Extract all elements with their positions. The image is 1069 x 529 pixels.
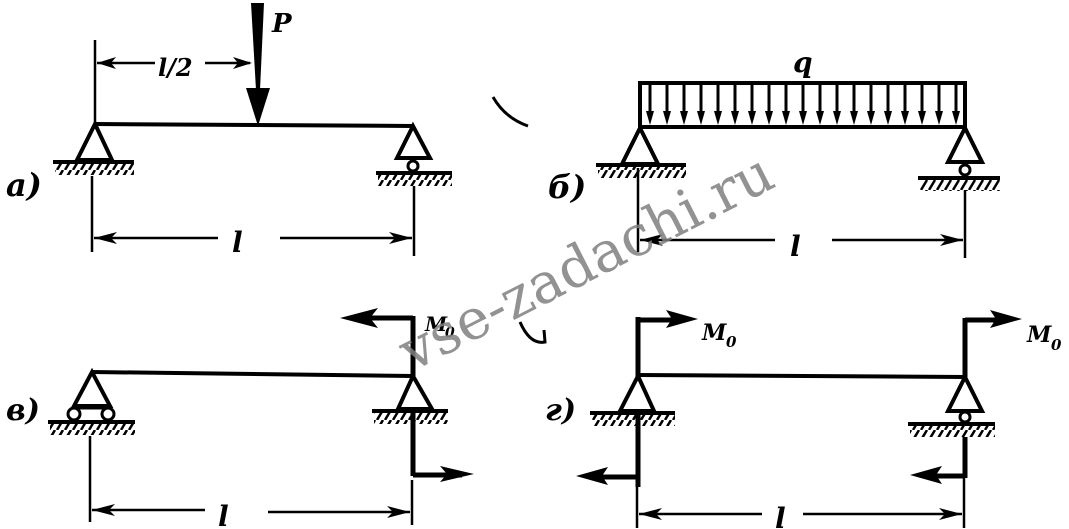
- force-p-label: P: [271, 9, 293, 39]
- moment-label-left: M: [701, 320, 727, 346]
- panel-label-g: г): [545, 393, 576, 428]
- pin-support-right: [372, 371, 448, 424]
- panel-v: M 0 l в): [6, 308, 474, 529]
- beam: [637, 373, 966, 379]
- dim-half-label: l/2: [158, 53, 193, 82]
- distributed-load-arrows: [646, 85, 960, 125]
- distributed-load-label: q: [793, 46, 813, 79]
- force-p-arrow: [246, 3, 270, 126]
- panel-a: P l/2 l а): [6, 3, 452, 259]
- moment-label: M: [424, 312, 448, 336]
- moment-arrow-top: [340, 308, 416, 376]
- pin-support-left: [596, 123, 686, 178]
- panel-label-a: а): [6, 166, 42, 204]
- moment-subscript: 0: [445, 325, 455, 341]
- stray-mark: [518, 321, 547, 344]
- panel-b: q l б): [548, 46, 1000, 263]
- panel-label-b: б): [548, 168, 586, 206]
- beam: [91, 370, 414, 378]
- roller-support-right: [908, 372, 995, 437]
- pin-support-left: [590, 371, 675, 426]
- moment-arrow-right-bottom: [910, 437, 968, 484]
- panel-label-v: в): [6, 393, 40, 428]
- roller-support-left: [48, 367, 135, 435]
- moment-subscript-right: 0: [1051, 336, 1062, 354]
- pin-support-left: [53, 119, 134, 175]
- moment-arrow-right-top: [962, 310, 1022, 377]
- moment-label-right: M: [1026, 322, 1052, 348]
- beam: [94, 122, 414, 128]
- stray-mark: [491, 96, 529, 128]
- roller-support-right: [918, 123, 1000, 191]
- span-label: l: [218, 500, 229, 529]
- moment-arrow-left-bottom: [576, 412, 641, 487]
- moment-arrow-bottom: [410, 410, 474, 482]
- moment-arrow-left-top: [635, 310, 698, 377]
- moment-subscript-left: 0: [726, 333, 737, 351]
- span-label: l: [790, 230, 801, 263]
- panel-g: M 0 M 0 l г): [545, 310, 1062, 529]
- span-label: l: [775, 502, 786, 529]
- roller-support-right: [376, 121, 452, 186]
- span-label: l: [232, 226, 243, 259]
